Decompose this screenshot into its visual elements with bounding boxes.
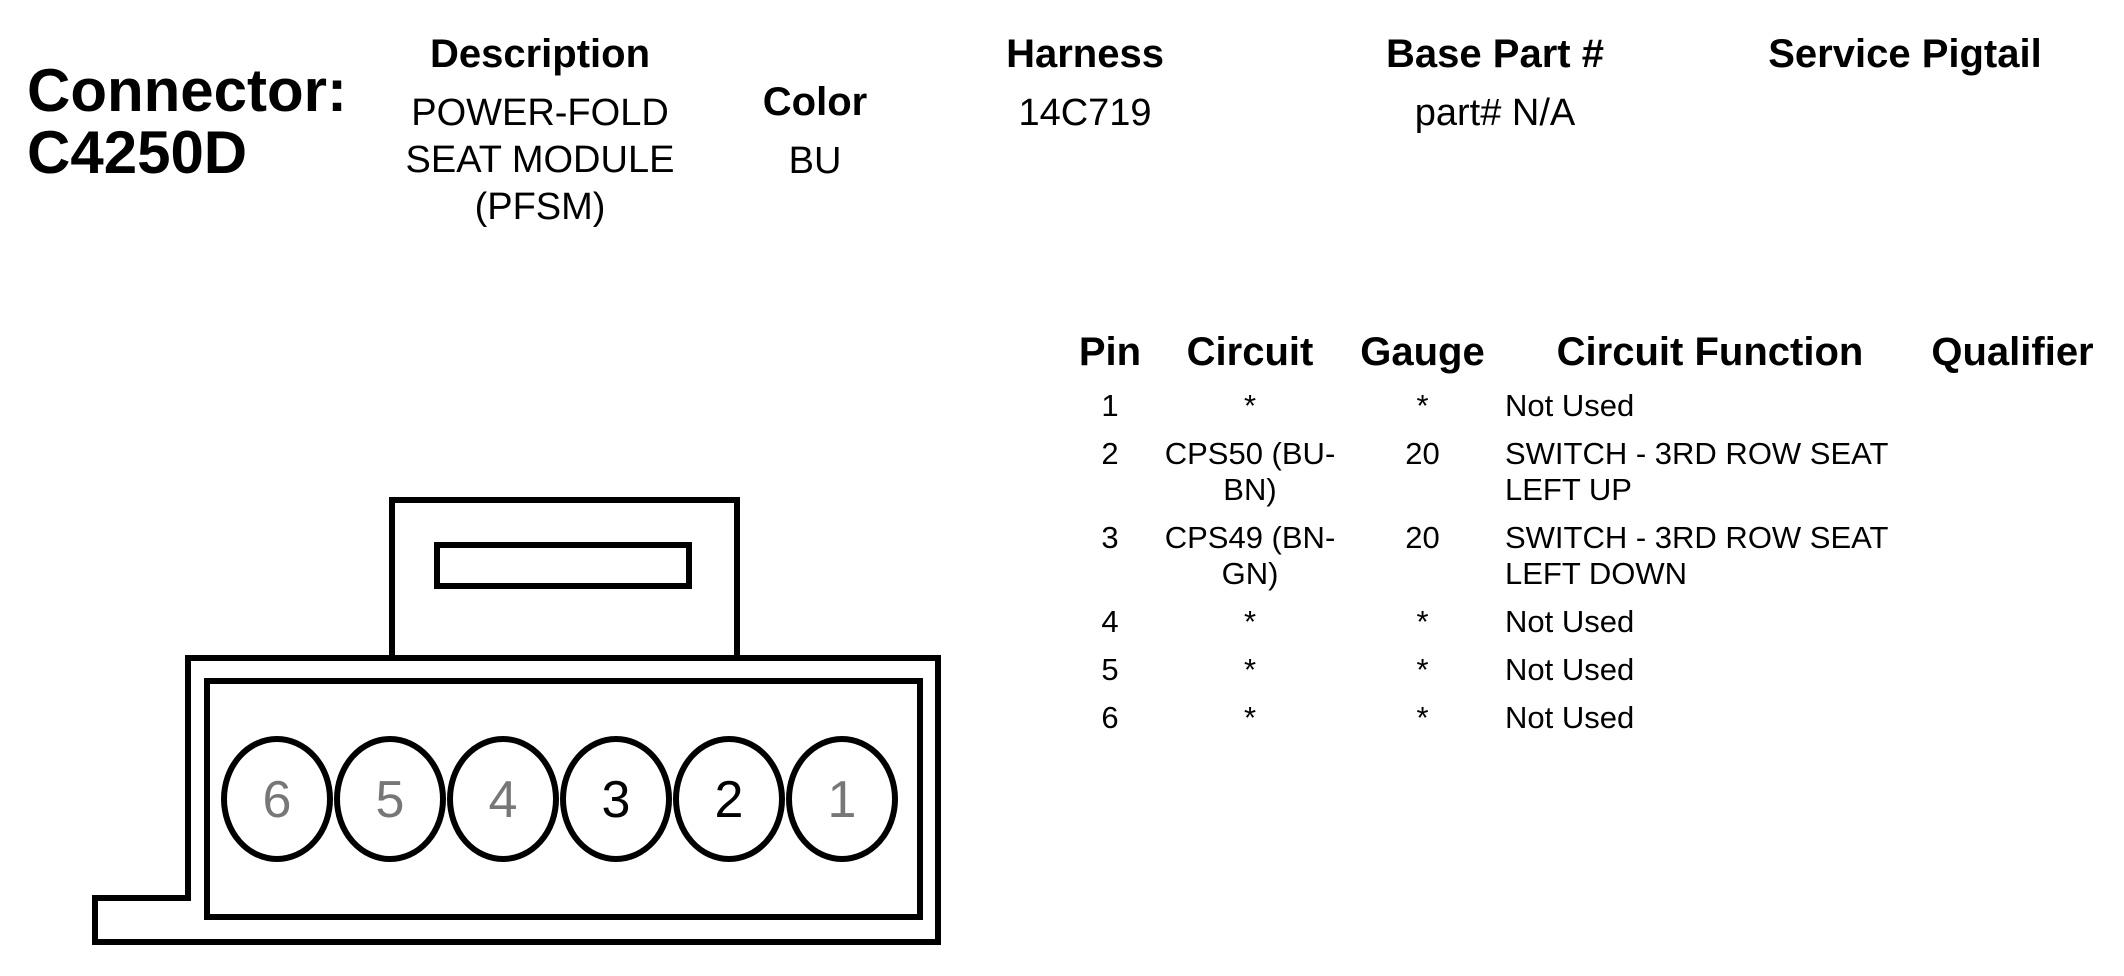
column-header-pin: Pin bbox=[1078, 330, 1142, 374]
pin-cavity-outline bbox=[673, 736, 785, 862]
pin-cavity-5: 5 bbox=[334, 736, 446, 862]
cell-pin: 4 bbox=[1101, 604, 1119, 639]
latch-tab bbox=[389, 497, 740, 658]
pin-number-label: 2 bbox=[715, 771, 744, 829]
base-part-value: part# N/A bbox=[1414, 92, 1576, 134]
pin-cavity-1: 1 bbox=[786, 736, 898, 862]
color-value: BU bbox=[788, 140, 842, 182]
housing-face bbox=[204, 678, 923, 920]
pin-cavity-4: 4 bbox=[447, 736, 559, 862]
pin-cavity-3: 3 bbox=[560, 736, 672, 862]
cell-circuit: CPS49 (BN-GN) bbox=[1164, 520, 1336, 591]
connector-diagram: 6 5 4 3 2 1 bbox=[92, 497, 941, 945]
pin-cavity-outline bbox=[560, 736, 672, 862]
connector-label: Connector: bbox=[27, 57, 347, 124]
description-value: POWER-FOLD SEAT MODULE (PFSM) bbox=[380, 90, 700, 231]
cell-pin: 5 bbox=[1101, 652, 1119, 687]
cell-pin: 1 bbox=[1101, 388, 1119, 423]
cell-gauge: 20 bbox=[1405, 436, 1440, 471]
cell-circuit: * bbox=[1243, 388, 1257, 423]
cell-function: Not Used bbox=[1505, 700, 1635, 735]
pin-number-label: 5 bbox=[376, 771, 405, 829]
pin-cavity-outline bbox=[221, 736, 333, 862]
description-line: (PFSM) bbox=[474, 186, 606, 228]
cell-circuit: CPS50 (BU-BN) bbox=[1164, 436, 1336, 507]
cell-gauge: 20 bbox=[1405, 520, 1440, 555]
cell-circuit: * bbox=[1243, 700, 1257, 735]
latch-slot bbox=[434, 542, 692, 589]
cell-function: Not Used bbox=[1505, 604, 1635, 639]
pin-number-label: 4 bbox=[489, 771, 518, 829]
pin-cavity-6: 6 bbox=[221, 736, 333, 862]
description-line: SEAT MODULE bbox=[405, 139, 675, 181]
column-header-function: Circuit Function bbox=[1556, 330, 1864, 374]
cell-gauge: * bbox=[1416, 388, 1429, 423]
pin-cavity-outline bbox=[334, 736, 446, 862]
harness-header: Harness bbox=[1006, 32, 1164, 76]
pin-number-label: 3 bbox=[602, 771, 631, 829]
cell-circuit: * bbox=[1243, 604, 1257, 639]
cell-function: Not Used bbox=[1505, 388, 1635, 423]
connector-title: Connector: C4250D bbox=[27, 60, 357, 184]
pin-cavity-outline bbox=[786, 736, 898, 862]
housing-outline bbox=[92, 655, 941, 945]
pin-number-label: 1 bbox=[828, 771, 857, 829]
cell-gauge: * bbox=[1416, 700, 1429, 735]
cell-function: Not Used bbox=[1505, 652, 1635, 687]
cell-gauge: * bbox=[1416, 604, 1429, 639]
column-header-gauge: Gauge bbox=[1360, 330, 1485, 374]
cell-pin: 2 bbox=[1101, 436, 1119, 471]
pin-cavity-outline bbox=[447, 736, 559, 862]
cell-pin: 6 bbox=[1101, 700, 1119, 735]
base-part-header: Base Part # bbox=[1386, 32, 1604, 76]
column-header-circuit: Circuit bbox=[1186, 330, 1314, 374]
service-pigtail-header: Service Pigtail bbox=[1768, 32, 2042, 76]
cell-circuit: * bbox=[1243, 652, 1257, 687]
color-header: Color bbox=[762, 80, 868, 124]
cell-pin: 3 bbox=[1101, 520, 1119, 555]
column-header-qualifier: Qualifier bbox=[1931, 330, 2094, 374]
pin-cavity-2: 2 bbox=[673, 736, 785, 862]
connector-id: C4250D bbox=[27, 119, 248, 186]
cell-gauge: * bbox=[1416, 652, 1429, 687]
harness-value: 14C719 bbox=[1018, 92, 1152, 134]
description-header: Description bbox=[429, 32, 651, 76]
pin-number-label: 6 bbox=[263, 771, 292, 829]
description-line: POWER-FOLD bbox=[411, 92, 669, 134]
